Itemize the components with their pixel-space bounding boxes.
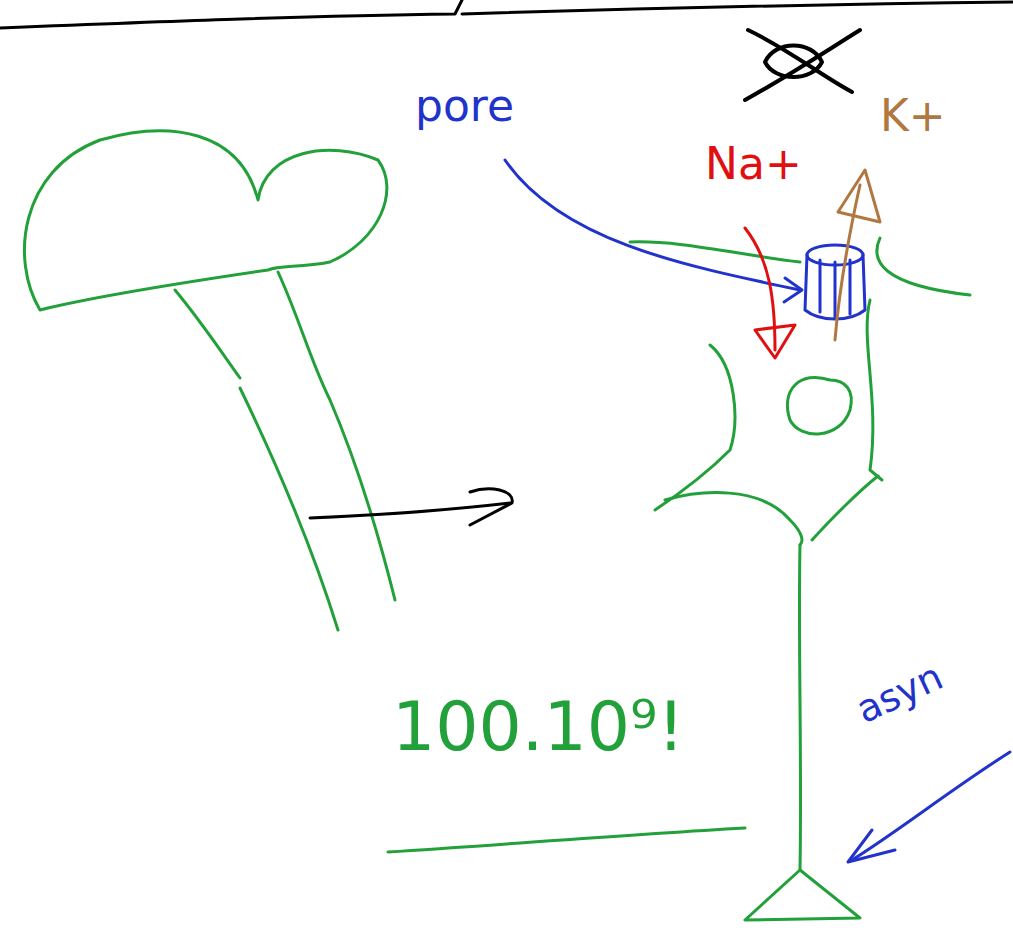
crossed-eye-symbol	[745, 30, 860, 100]
ion-channel	[805, 245, 865, 319]
top-line	[0, 0, 1013, 28]
number-underline	[388, 828, 745, 852]
ion-label: Na+	[705, 140, 802, 188]
transition-arrow	[310, 489, 512, 525]
count-note: 100.10⁹!	[392, 690, 684, 765]
neuron	[630, 238, 970, 920]
sodium-arrow	[745, 228, 795, 358]
ion-label: K+	[880, 92, 946, 140]
asyn-leader	[848, 752, 1010, 862]
note-label: asyn	[850, 656, 949, 732]
potassium-arrow	[835, 170, 880, 340]
mushroom-shape	[24, 131, 395, 630]
pore-label: pore	[415, 82, 514, 130]
